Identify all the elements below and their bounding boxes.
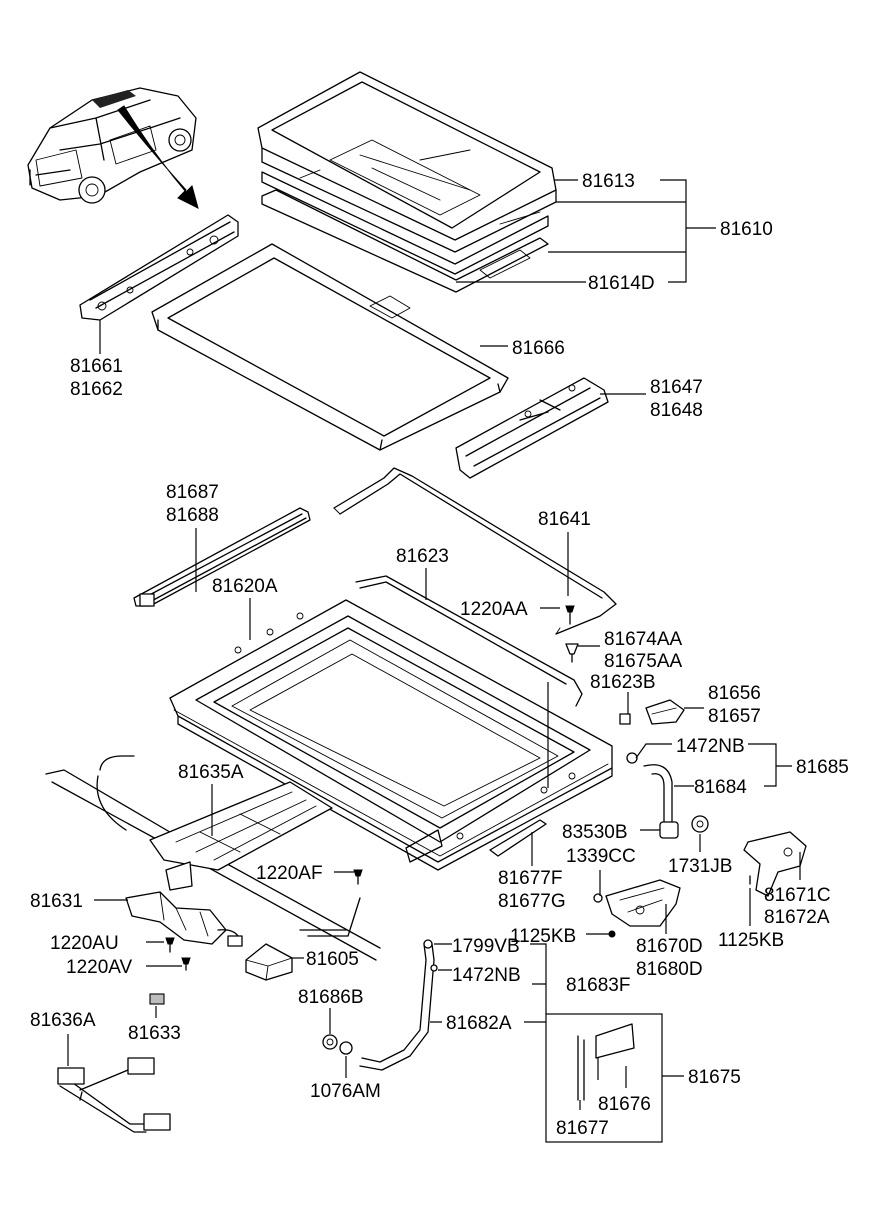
label-81686B: 81686B (298, 987, 364, 1008)
hardware-81686B-grommet (322, 1034, 338, 1050)
front-deflector-rail-81661 (79, 214, 239, 321)
label-81631: 81631 (30, 891, 83, 912)
label-81677: 81677 (556, 1118, 609, 1139)
label-81614D: 81614D (588, 273, 655, 294)
label-81633: 81633 (128, 1023, 181, 1044)
label-81677F: 81677F (498, 868, 562, 889)
part-81677-clip (577, 1035, 585, 1101)
label-1339CC: 1339CC (566, 846, 636, 867)
label-81635A: 81635A (178, 762, 244, 783)
hardware-1220AF-bolt (353, 869, 363, 885)
label-81675: 81675 (688, 1067, 741, 1088)
label-81685: 81685 (796, 757, 849, 778)
label-81676: 81676 (598, 1094, 651, 1115)
label-83530B: 83530B (562, 822, 628, 843)
drain-hose-81684 (643, 764, 673, 823)
label-81675AA: 81675AA (604, 651, 683, 672)
label-81647: 81647 (650, 377, 703, 398)
hardware-81677F-bracket (489, 819, 547, 857)
label-81610: 81610 (720, 219, 773, 240)
label-81656: 81656 (708, 683, 761, 704)
label-81670D: 81670D (636, 936, 703, 957)
label-1799VB: 1799VB (452, 936, 520, 957)
label-1220AV: 1220AV (66, 957, 133, 978)
hardware-81623B-hose-clip (619, 713, 631, 725)
hardware-81674AA-clip (565, 643, 579, 663)
label-81687: 81687 (166, 482, 219, 503)
label-81662: 81662 (70, 379, 123, 400)
sunshade-81666 (151, 243, 509, 451)
part-81676-patch (595, 1023, 635, 1059)
label-81671C: 81671C (764, 885, 831, 906)
label-81688: 81688 (166, 505, 219, 526)
drive-cable-guide-81687 (133, 507, 311, 607)
label-81661: 81661 (70, 356, 123, 377)
hardware-1472NB-clamp (626, 752, 638, 764)
guide-rail-81647 (455, 377, 609, 479)
sunroof-motor-81631 (125, 861, 243, 947)
hardware-1220AA-screw (565, 605, 575, 625)
label-1220AA: 1220AA (460, 599, 528, 620)
sunroof-frame-81620A (169, 599, 613, 871)
label-1076AM: 1076AM (310, 1081, 381, 1102)
drain-hose-81682A (359, 939, 438, 1071)
label-81648: 81648 (650, 400, 703, 421)
label-81623B: 81623B (590, 672, 656, 693)
label-81677G: 81677G (498, 891, 566, 912)
hardware-1220AV-bolt (181, 957, 191, 971)
label-1220AF: 1220AF (256, 863, 323, 884)
label-1731JB: 1731JB (668, 856, 732, 877)
label-81613: 81613 (582, 171, 635, 192)
drain-frame-81623 (355, 575, 583, 707)
glass-seal-frame (261, 169, 549, 293)
label-81682A: 81682A (446, 1013, 512, 1034)
vehicle-locator-illustration (27, 87, 199, 209)
label-81674AA: 81674AA (604, 629, 683, 650)
label-81636A: 81636A (30, 1010, 96, 1031)
label-81680D: 81680D (636, 959, 703, 980)
wiring-harness-81636A (57, 1057, 171, 1133)
motor-bracket-81635A (149, 781, 333, 871)
label-81620A: 81620A (212, 576, 278, 597)
part-81633-pad (149, 993, 165, 1005)
label-81641: 81641 (538, 509, 591, 530)
label-81666: 81666 (512, 338, 565, 359)
control-module-81605 (245, 943, 293, 981)
label-1125KB-left: 1125KB (510, 926, 576, 947)
label-81623: 81623 (396, 546, 449, 567)
label-81683F: 81683F (566, 975, 630, 996)
label-1472NB-bottom: 1472NB (452, 965, 521, 986)
hardware-1076AM-clip (339, 1041, 353, 1055)
hardware-1731JB-nut (691, 815, 709, 833)
mounting-bracket-81670D (605, 879, 681, 927)
leader-lines (67, 179, 801, 1110)
rear-frame-81641 (333, 467, 617, 635)
hardware-1220AU-bolt (165, 937, 175, 953)
label-1220AU: 1220AU (50, 933, 119, 954)
label-81657: 81657 (708, 706, 761, 727)
hardware-83530B-grommet (659, 821, 679, 839)
kit-81675-box (545, 1013, 663, 1143)
hardware-81656-sensor (645, 699, 685, 725)
label-81672A: 81672A (764, 907, 830, 928)
label-1472NB-top: 1472NB (676, 736, 745, 757)
hardware-1339CC-bolt (593, 893, 603, 903)
mounting-bracket-81671C (743, 831, 807, 897)
label-81605: 81605 (306, 949, 359, 970)
sunroof-glass-81613 (257, 71, 557, 253)
label-1125KB-right: 1125KB (718, 930, 784, 951)
label-81684: 81684 (694, 777, 747, 798)
